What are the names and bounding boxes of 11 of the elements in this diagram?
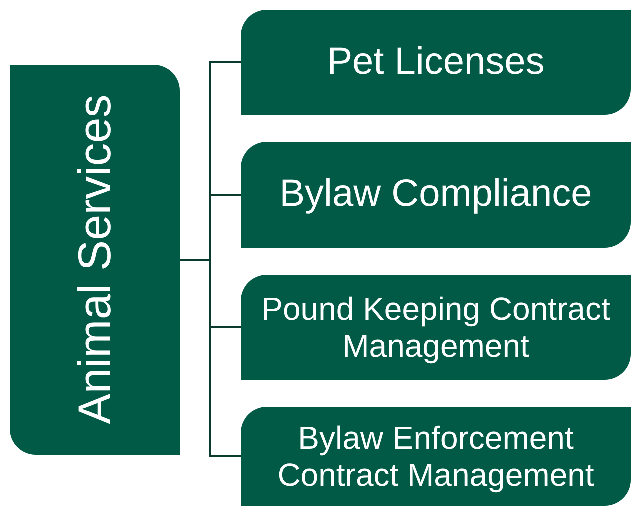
service-box <box>241 275 631 380</box>
node-label: Pound Keeping Contract Management <box>260 290 612 364</box>
service-box <box>241 142 631 248</box>
connector-line <box>180 259 241 458</box>
node-label: Animal Services <box>67 94 122 427</box>
service-box <box>241 10 631 115</box>
category-box <box>10 65 180 455</box>
node-label: Pet Licenses <box>326 40 546 84</box>
node-label: Bylaw Enforcement Contract Management <box>276 420 596 494</box>
node-label: Bylaw Compliance <box>278 173 594 217</box>
service-box <box>241 407 631 506</box>
